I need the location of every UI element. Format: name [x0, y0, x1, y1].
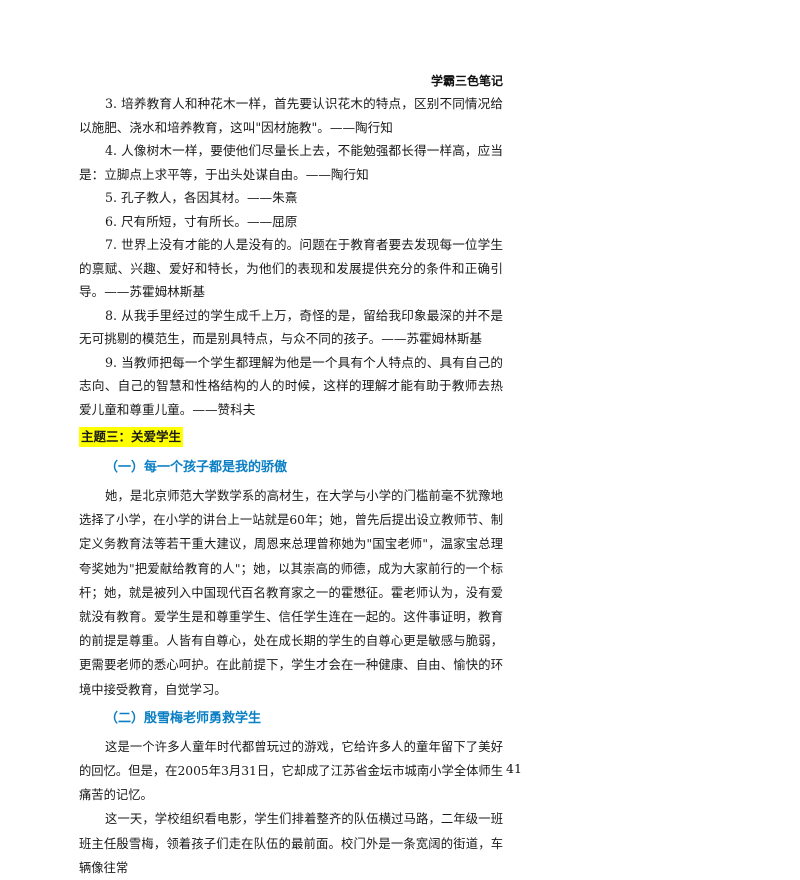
section-heading-1: （一）每一个孩子都是我的骄傲	[105, 460, 288, 475]
quote-4: 4. 人像树木一样，要使他们尽量长上去，不能勉强都长得一样高，应当是：立脚点上求…	[79, 143, 503, 182]
page-number: 41	[506, 761, 522, 776]
section-2-paragraph-2: 这一天，学校组织看电影，学生们排着整齐的队伍横过马路，二年级一班班主任殷雪梅，领…	[79, 812, 503, 875]
quote-6: 6. 尺有所短，寸有所长。——屈原	[105, 213, 298, 229]
section-body-2: 这是一个许多人童年时代都曾玩过的游戏，它给许多人的童年留下了美好的回忆。但是，在…	[79, 735, 503, 880]
quote-9: 9. 当教师把每一个学生都理解为他是一个具有个人特点的、具有自己的志向、自己的智…	[79, 354, 503, 417]
running-header: 学霸三色笔记	[430, 74, 503, 88]
page-content: 3. 培养教育人和种花木一样，首先要认识花木的特点，区别不同情况给以施肥、浇水和…	[79, 92, 503, 880]
quote-7: 7. 世界上没有才能的人是没有的。问题在于教育者要去发现每一位学生的禀赋、兴趣、…	[79, 237, 503, 299]
theme-heading: 主题三：关爱学生	[79, 427, 184, 447]
section-body-1: 她，是北京师范大学数学系的高材生，在大学与小学的门槛前毫不犹豫地选择了小学，在小…	[79, 484, 503, 702]
section-heading-2: （二）殷雪梅老师勇救学生	[105, 710, 262, 726]
quote-3: 3. 培养教育人和种花木一样，首先要认识花木的特点，区别不同情况给以施肥、浇水和…	[79, 96, 503, 135]
quote-5: 5. 孔子教人，各因其材。——朱熹	[105, 190, 298, 205]
section-1-paragraph: 她，是北京师范大学数学系的高材生，在大学与小学的门槛前毫不犹豫地选择了小学，在小…	[79, 489, 503, 697]
quote-8: 8. 从我手里经过的学生成千上万，奇怪的是，留给我印象最深的并不是无可挑剔的模范…	[79, 307, 503, 347]
section-2-paragraph-1: 这是一个许多人童年时代都曾玩过的游戏，它给许多人的童年留下了美好的回忆。但是，在…	[79, 739, 503, 803]
